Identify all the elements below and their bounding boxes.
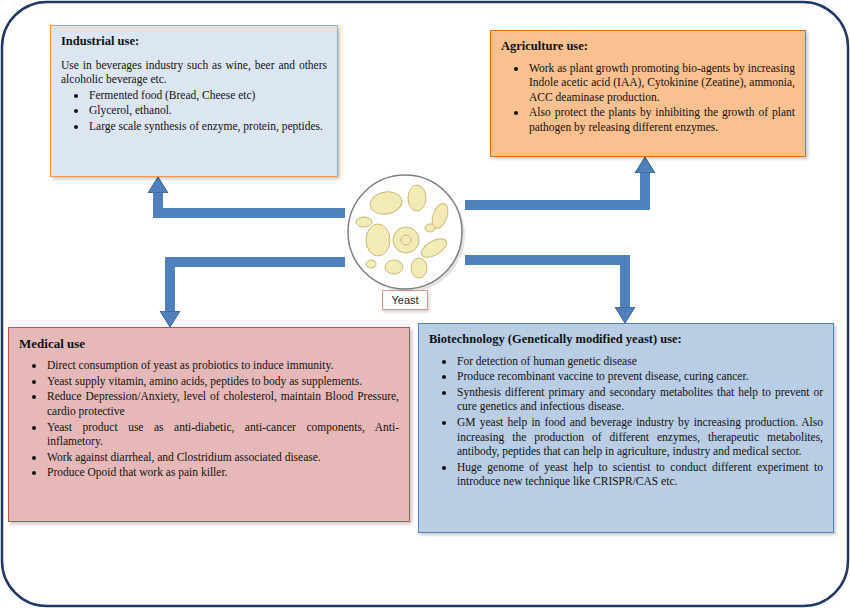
box-text: Large scale synthesis of enzyme, protein… bbox=[89, 119, 327, 134]
bullet-dot bbox=[32, 456, 36, 460]
bullet-dot bbox=[74, 125, 78, 129]
yeast-node: Yeast bbox=[345, 170, 465, 310]
box-text: Produce recombinant vaccine to prevent d… bbox=[457, 369, 823, 384]
box-heading: Industrial use: bbox=[61, 34, 327, 50]
yeast-cell bbox=[366, 260, 376, 268]
bullet-dot bbox=[32, 471, 36, 475]
box-heading: Agriculture use: bbox=[501, 39, 795, 55]
bullet-item: Produce Opoid that work as pain killer. bbox=[19, 465, 399, 480]
box-text: Reduce Depression/Anxiety, level of chol… bbox=[47, 389, 399, 418]
bullet-dot bbox=[74, 94, 78, 98]
agriculture-box: Agriculture use: Work as plant growth pro… bbox=[490, 30, 806, 157]
bullet-item: Fermented food (Bread, Cheese etc) bbox=[61, 88, 327, 103]
bullet-dot bbox=[32, 380, 36, 384]
bullet-dot bbox=[514, 67, 518, 71]
text-item: Biotechnology (Genetically modified yeas… bbox=[429, 332, 823, 348]
yeast-cell bbox=[425, 224, 435, 232]
box-text: Also protect the plants by inhibiting th… bbox=[529, 105, 795, 134]
bullet-item: For detection of human genetic disease bbox=[429, 354, 823, 369]
box-text: Produce Opoid that work as pain killer. bbox=[47, 465, 399, 480]
yeast-cell bbox=[418, 235, 449, 261]
bullet-dot bbox=[32, 364, 36, 368]
bullet-dot bbox=[442, 360, 446, 364]
yeast-cell bbox=[366, 224, 390, 256]
box-content: Agriculture use: Work as plant growth pro… bbox=[501, 39, 795, 135]
bullet-item: Produce recombinant vaccine to prevent d… bbox=[429, 369, 823, 384]
box-text: Work against diarrheal, and Clostridium … bbox=[47, 450, 399, 465]
box-content: Industrial use: Use in beverages industry… bbox=[61, 34, 327, 134]
bullet-item: Huge genome of yeast help to scientist t… bbox=[429, 460, 823, 489]
box-text: Use in beverages industry such as wine, … bbox=[61, 58, 327, 87]
box-text: Work as plant growth promoting bio-agent… bbox=[529, 61, 795, 105]
box-text: Yeast product use as anti-diabetic, anti… bbox=[47, 420, 399, 449]
bullet-item: Yeast supply vitamin, amino acids, pepti… bbox=[19, 374, 399, 389]
bullet-dot bbox=[514, 111, 518, 115]
bullet-item: Yeast product use as anti-diabetic, anti… bbox=[19, 420, 399, 449]
text-item: Industrial use: bbox=[61, 34, 327, 50]
box-content: Medical useDirect consumption of yeast a… bbox=[19, 336, 399, 480]
yeast-cell bbox=[385, 260, 403, 274]
box-heading: Biotechnology (Genetically modified yeas… bbox=[429, 332, 823, 348]
bullet-item: Synthesis different primary and secondar… bbox=[429, 385, 823, 414]
industrial-box: Industrial use: Use in beverages industry… bbox=[50, 25, 338, 177]
bullet-item: Also protect the plants by inhibiting th… bbox=[501, 105, 795, 134]
box-text: Direct consumption of yeast as probiotic… bbox=[47, 358, 399, 373]
block-arrow bbox=[465, 260, 625, 307]
yeast-cell bbox=[356, 217, 372, 227]
text-item: Medical use bbox=[19, 336, 399, 352]
block-arrow bbox=[465, 173, 645, 205]
bullet-dot bbox=[442, 466, 446, 470]
yeast-cell bbox=[408, 185, 426, 211]
medical-box: Medical useDirect consumption of yeast a… bbox=[8, 327, 410, 522]
yeast-cell bbox=[411, 258, 427, 278]
bullet-item: Reduce Depression/Anxiety, level of chol… bbox=[19, 389, 399, 418]
biotechnology-box: Biotechnology (Genetically modified yeas… bbox=[418, 323, 834, 533]
bullet-item: GM yeast help in food and beverage indus… bbox=[429, 415, 823, 459]
box-text: Yeast supply vitamin, amino acids, pepti… bbox=[47, 374, 399, 389]
node-label: Yeast bbox=[382, 290, 427, 310]
bullet-item: Direct consumption of yeast as probiotic… bbox=[19, 358, 399, 373]
bullet-dot bbox=[32, 395, 36, 399]
block-arrow bbox=[158, 193, 345, 213]
yeast-cells bbox=[356, 185, 451, 278]
yeast-circle bbox=[348, 175, 462, 289]
box-text: For detection of human genetic disease bbox=[457, 354, 823, 369]
text-item: Use in beverages industry such as wine, … bbox=[61, 58, 327, 87]
bullet-item: Glycerol, ethanol. bbox=[61, 103, 327, 118]
yeast-cell bbox=[401, 235, 411, 245]
bullet-dot bbox=[442, 421, 446, 425]
block-arrow bbox=[170, 262, 345, 311]
yeast-cell bbox=[368, 189, 403, 216]
bullet-dot bbox=[74, 109, 78, 113]
bullet-item: Work against diarrheal, and Clostridium … bbox=[19, 450, 399, 465]
box-content: Biotechnology (Genetically modified yeas… bbox=[429, 332, 823, 489]
text-item: Agriculture use: bbox=[501, 39, 795, 55]
bullet-dot bbox=[32, 426, 36, 430]
bullet-dot bbox=[442, 391, 446, 395]
box-text: Huge genome of yeast help to scientist t… bbox=[457, 460, 823, 489]
box-text: Glycerol, ethanol. bbox=[89, 103, 327, 118]
box-text: Synthesis different primary and secondar… bbox=[457, 385, 823, 414]
bullet-dot bbox=[442, 375, 446, 379]
box-heading: Medical use bbox=[19, 336, 399, 352]
yeast-cell bbox=[393, 227, 419, 253]
box-text: GM yeast help in food and beverage indus… bbox=[457, 415, 823, 459]
bullet-item: Work as plant growth promoting bio-agent… bbox=[501, 61, 795, 105]
bullet-item: Large scale synthesis of enzyme, protein… bbox=[61, 119, 327, 134]
box-text: Fermented food (Bread, Cheese etc) bbox=[89, 88, 327, 103]
